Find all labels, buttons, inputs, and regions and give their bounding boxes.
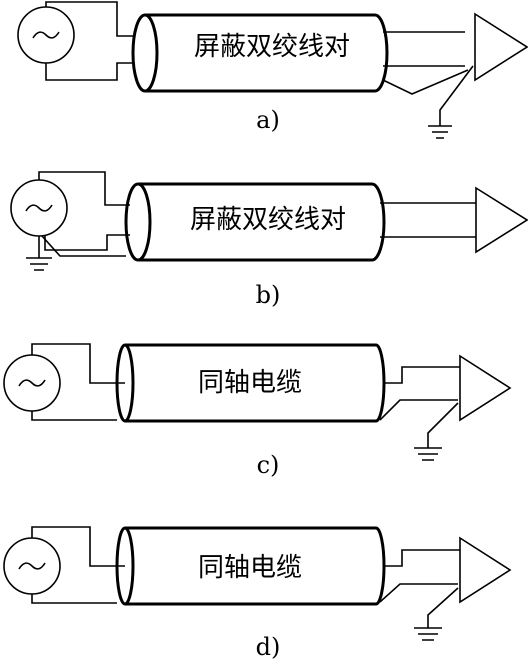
- ground-wire: [427, 402, 459, 448]
- wire: [45, 62, 134, 81]
- diagram-a: 屏蔽双绞线对 a): [17, 1, 528, 139]
- ground-wire: [439, 65, 474, 126]
- cable-label: 同轴电缆: [198, 553, 302, 583]
- ac-source-icon: [3, 537, 61, 595]
- diagram-d: 同轴电缆 d): [3, 526, 512, 661]
- caption: d): [256, 633, 281, 661]
- cable-label: 屏蔽双绞线对: [194, 32, 350, 62]
- caption: b): [256, 281, 281, 309]
- amplifier-icon: [474, 12, 528, 82]
- wire: [31, 526, 125, 567]
- cable-body: [124, 182, 386, 262]
- wire: [38, 171, 130, 206]
- amplifier-icon: [459, 354, 512, 422]
- ground-icon: [428, 125, 452, 139]
- wire: [384, 366, 460, 384]
- ac-source-icon: [10, 179, 68, 237]
- cable-body: [131, 13, 389, 93]
- wire: [31, 411, 117, 421]
- caption: a): [256, 106, 280, 134]
- amplifier-icon: [459, 536, 512, 604]
- wire: [379, 399, 458, 421]
- wire: [31, 594, 117, 604]
- shield-wire: [382, 69, 469, 95]
- amplifier-icon: [475, 186, 528, 254]
- caption: c): [257, 451, 280, 479]
- wire: [41, 235, 126, 257]
- ac-source-icon: [3, 354, 61, 412]
- ac-source-icon: [17, 6, 75, 64]
- ground-wire: [427, 587, 459, 628]
- wire: [384, 549, 460, 567]
- diagram-b: 屏蔽双绞线对 b): [10, 171, 528, 309]
- ground-icon: [414, 447, 442, 461]
- diagram-c: 同轴电缆 c): [3, 343, 512, 479]
- ground-icon: [26, 257, 52, 271]
- wire: [44, 234, 130, 251]
- cable-label: 屏蔽双绞线对: [190, 205, 346, 235]
- wire: [45, 1, 134, 37]
- ground-icon: [414, 627, 442, 641]
- wire: [379, 583, 458, 603]
- wire: [31, 343, 125, 384]
- cable-label: 同轴电缆: [198, 368, 302, 398]
